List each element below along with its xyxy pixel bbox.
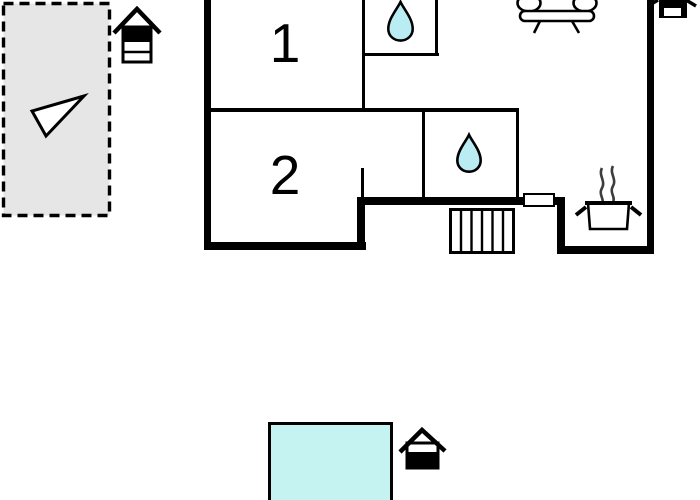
water-drop-icon-lower	[456, 131, 482, 174]
wall-kitchen-left	[557, 197, 565, 254]
wall-exterior-right	[647, 0, 654, 254]
stairs-icon	[449, 208, 515, 254]
room-2-label: 2	[269, 144, 301, 206]
wall-exterior-left	[204, 0, 211, 249]
steam-icon	[599, 167, 605, 205]
steam-icon	[610, 165, 616, 203]
wall-room2-bottom	[204, 242, 366, 250]
stove-icon	[574, 165, 643, 231]
wall-step	[357, 197, 365, 250]
sofa-icon	[516, 0, 598, 34]
wall-bath-lower-left	[422, 110, 425, 200]
wall-bath-lower-right	[516, 110, 519, 200]
direction-arrow-icon	[29, 93, 89, 139]
wall-bath-upper-right	[435, 0, 438, 56]
wall-bath-upper-bottom	[362, 53, 439, 56]
house-level-icon-pool	[398, 426, 447, 470]
wall-floor-divider	[204, 108, 519, 112]
wall-mid-horizontal	[357, 197, 525, 205]
pool	[268, 422, 393, 500]
wall-room2-stub	[361, 168, 364, 200]
terrace-area	[1, 1, 112, 218]
water-drop-icon-upper	[387, 0, 414, 42]
house-level-icon-terrace	[112, 6, 162, 64]
door	[523, 193, 555, 207]
room-1-label: 1	[269, 12, 301, 74]
wall-bottom-right	[557, 246, 654, 254]
